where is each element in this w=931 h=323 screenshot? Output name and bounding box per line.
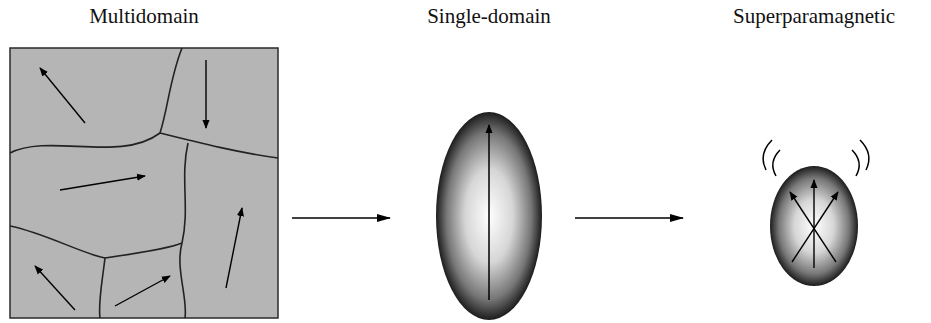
domain-wall (10, 48, 182, 153)
illustration-area (770, 166, 858, 286)
superparamagnetic-particle (763, 140, 869, 286)
moment-arrow (35, 266, 75, 310)
motion-arc (860, 140, 869, 170)
panel-heading: Single-domain (427, 3, 551, 29)
domain-wall (105, 243, 182, 258)
single-domain-particle (436, 112, 542, 320)
illustration-area (436, 112, 542, 320)
moment-arrow (790, 192, 836, 262)
panel-heading-block: Multidomain (10, 0, 278, 29)
particle-ellipse (436, 112, 542, 320)
multidomain-grain (10, 48, 278, 318)
illustration-panel: Single-domain (421, 0, 557, 320)
motion-marks (763, 140, 869, 176)
motion-arc (763, 140, 772, 170)
moment-arrow (813, 180, 814, 268)
panel-heading: Multidomain (89, 3, 199, 29)
moment-arrow (792, 192, 838, 262)
panel-heading-block: Superparamagnetic (727, 0, 902, 29)
illustration-area (10, 48, 278, 318)
domain-walls (10, 48, 278, 318)
motion-arc (773, 150, 780, 176)
moment-arrow (488, 125, 490, 300)
particle-ellipse (770, 166, 858, 286)
domain-wall (160, 133, 278, 158)
moment-arrow (40, 68, 85, 123)
panel-heading: Superparamagnetic (733, 3, 895, 29)
moment-arrow (226, 208, 242, 288)
moment-arrow (60, 176, 145, 190)
grain-square (10, 48, 278, 318)
domain-wall (10, 226, 105, 318)
illustration-panel: Multidomain (10, 0, 278, 318)
illustration-panel: Superparamagnetic (727, 0, 902, 286)
process-arrow (292, 217, 390, 219)
process-arrow (575, 217, 683, 219)
moment-arrow (205, 60, 206, 128)
fluctuating-moments (790, 180, 838, 268)
motion-arc (852, 150, 859, 176)
panel-heading-block: Single-domain (421, 0, 557, 29)
domain-wall (180, 143, 188, 318)
moment-arrow (115, 276, 170, 306)
magnetization-arrows (35, 60, 242, 310)
